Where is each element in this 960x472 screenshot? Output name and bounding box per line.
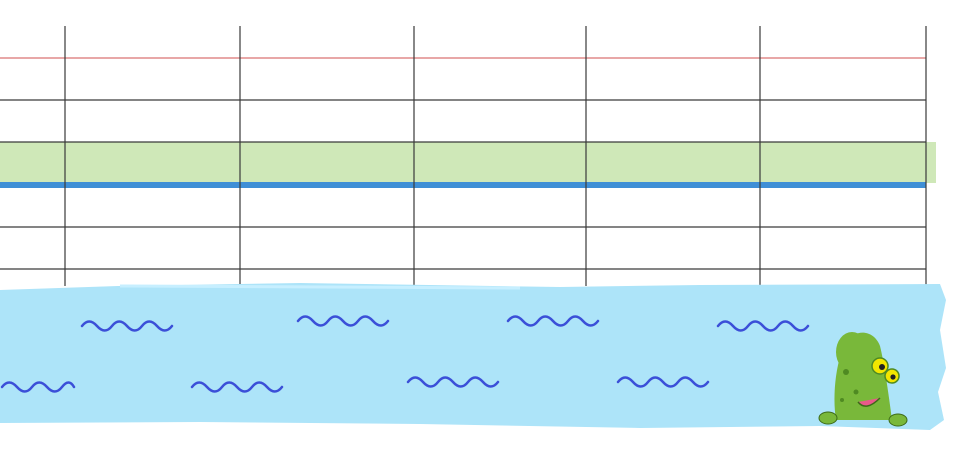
crocodile-icon bbox=[818, 332, 908, 427]
wave-icon bbox=[406, 376, 500, 388]
wave-icon bbox=[296, 315, 390, 327]
guide-lines bbox=[0, 57, 936, 270]
wave-icon bbox=[716, 320, 810, 332]
wave-icon bbox=[80, 320, 174, 332]
waves bbox=[0, 315, 810, 393]
wave-icon bbox=[0, 381, 76, 393]
wave-icon bbox=[506, 315, 600, 327]
column-lines bbox=[64, 26, 927, 286]
water-edge-highlight bbox=[119, 284, 521, 290]
wave-icon bbox=[616, 376, 710, 388]
water-area bbox=[0, 283, 946, 430]
water-band bbox=[0, 283, 946, 430]
wave-icon bbox=[190, 381, 284, 393]
baseline bbox=[0, 182, 926, 188]
highlight-band bbox=[0, 142, 936, 183]
